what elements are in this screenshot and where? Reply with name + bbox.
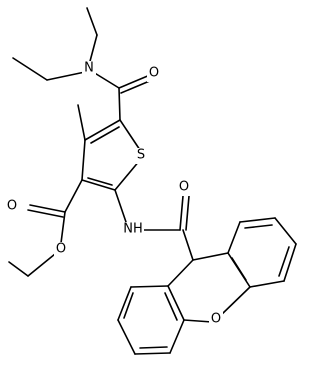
- oxygen-atom-label: O: [56, 242, 66, 257]
- oxygen-atom-label: O: [211, 312, 221, 327]
- bond: [164, 292, 178, 321]
- bond: [27, 253, 56, 277]
- bond: [88, 34, 98, 66]
- bond: [227, 221, 241, 254]
- label-bg: [5, 199, 19, 215]
- bond: [167, 259, 194, 287]
- bond: [77, 104, 86, 141]
- nitrogen-atom-label: N: [84, 61, 94, 76]
- oxygen-atom-label: O: [7, 199, 17, 214]
- bond: [219, 286, 251, 317]
- label-bg: [177, 180, 191, 196]
- bond: [134, 352, 171, 355]
- bond: [29, 204, 66, 213]
- bond: [139, 346, 168, 349]
- bond: [117, 319, 136, 355]
- bond: [86, 7, 98, 36]
- label-bg: [209, 312, 223, 328]
- bond: [90, 126, 120, 144]
- bond: [192, 252, 229, 261]
- nh-atom-label: NH: [123, 222, 143, 237]
- bond: [231, 257, 247, 281]
- bond: [92, 71, 120, 89]
- bond: [283, 243, 297, 282]
- bond: [84, 119, 121, 141]
- bond: [239, 217, 276, 223]
- bond: [81, 139, 86, 181]
- bond: [27, 209, 64, 218]
- bond: [185, 195, 190, 231]
- sulfur-atom-label: S: [137, 148, 145, 163]
- bond: [183, 319, 213, 323]
- bond: [114, 159, 141, 191]
- bond: [120, 79, 153, 94]
- bond: [244, 224, 273, 229]
- bond: [179, 195, 184, 231]
- bond: [81, 179, 116, 191]
- oxygen-atom-label: O: [149, 66, 159, 81]
- label-bg: [54, 242, 68, 258]
- oxygen-atom-label: O: [179, 180, 189, 195]
- bond: [117, 286, 132, 321]
- bond: [8, 261, 29, 277]
- bond: [12, 57, 48, 81]
- bond: [60, 211, 66, 244]
- bond: [278, 246, 290, 277]
- bond: [118, 74, 151, 89]
- bond: [249, 280, 285, 288]
- label-bg: [122, 222, 144, 238]
- bond: [130, 285, 169, 288]
- bond: [119, 119, 141, 151]
- bond: [169, 319, 185, 354]
- bond: [274, 217, 297, 245]
- label-bg: [82, 61, 96, 77]
- bond: [46, 71, 86, 81]
- bond: [182, 229, 194, 261]
- bond: [167, 285, 185, 321]
- bond: [64, 179, 83, 213]
- bond: [114, 189, 127, 223]
- label-bg: [134, 148, 148, 164]
- bond: [123, 292, 134, 319]
- label-bg: [147, 66, 161, 82]
- bond: [87, 177, 113, 186]
- bond: [118, 87, 121, 121]
